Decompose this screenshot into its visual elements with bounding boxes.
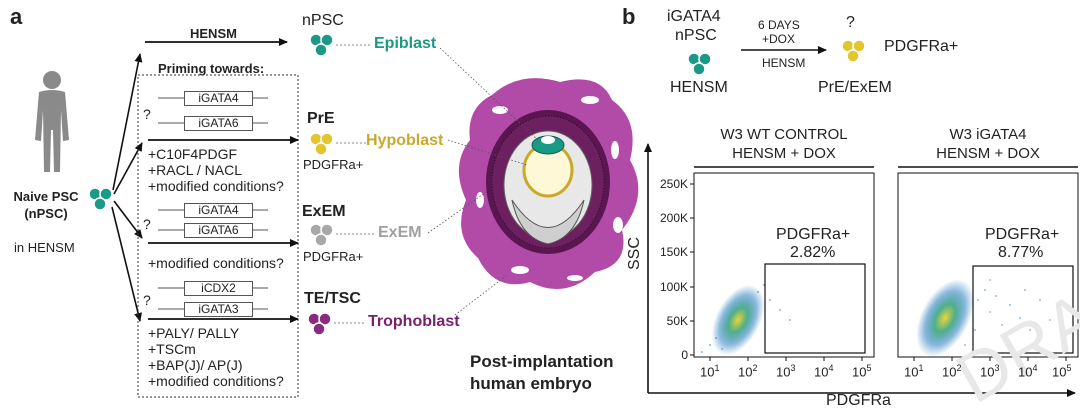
igata4-npsc-cells-icon <box>688 53 711 75</box>
exem-label: ExEM <box>302 203 346 221</box>
exem-marker-label: PDGFRa+ <box>303 249 363 264</box>
igata6-transgene-box: iGATA6 <box>184 223 253 238</box>
embryo-caption: Post-implantation <box>470 352 614 372</box>
priming-title: Priming towards: <box>158 61 264 76</box>
pre-condition: +RACL / NACL <box>148 162 242 178</box>
y-tick-label: 100K <box>648 280 688 294</box>
npsc-source-cells-icon <box>89 188 112 210</box>
arrow-hensm-label: HENSM <box>762 56 805 70</box>
plot-2-title: W3 iGATA4 <box>898 126 1078 143</box>
npsc-label-b: nPSC <box>675 27 717 45</box>
pre-label: PrE <box>307 110 335 128</box>
trophoblast-label: Trophoblast <box>368 313 460 331</box>
panel-a-letter: a <box>10 4 22 30</box>
x-tick-label: 105 <box>852 363 871 379</box>
epiblast-label: Epiblast <box>374 35 436 53</box>
exem-cells-icon <box>310 224 333 246</box>
igata3-transgene-box: iGATA3 <box>184 302 253 317</box>
result-cells-icon <box>842 40 865 62</box>
igata4-transgene-box: iGATA4 <box>184 91 253 106</box>
y-tick-label: 0 <box>648 348 688 362</box>
icdx2-transgene-box: iCDX2 <box>184 281 253 296</box>
gate-2-label: PDGFRa+ <box>985 226 1059 244</box>
npsc-label: nPSC <box>302 12 344 30</box>
te-condition: +TSCm <box>148 341 196 357</box>
te-condition: +PALY/ PALLY <box>148 325 239 341</box>
gate-2-value: 8.77% <box>998 244 1043 262</box>
x-tick-label: 105 <box>1052 363 1071 379</box>
y-tick-label: 250K <box>648 177 688 191</box>
pre-condition: +modified conditions? <box>148 178 284 194</box>
igata4-label: iGATA4 <box>667 8 721 26</box>
result-identity-label: PrE/ExEM <box>818 79 892 97</box>
question-mark: ? <box>846 14 855 32</box>
x-tick-label: 101 <box>700 363 719 379</box>
igata6-transgene-box: iGATA6 <box>184 116 253 131</box>
hensm-arrow-label: HENSM <box>190 26 237 41</box>
y-tick-label: 150K <box>648 245 688 259</box>
question-mark: ? <box>143 292 151 308</box>
x-axis-label: PDGFRa <box>826 392 891 410</box>
embryo-illustration-icon <box>459 78 638 289</box>
x-tick-label: 104 <box>814 363 833 379</box>
plot-2-subtitle: HENSM + DOX <box>898 145 1078 162</box>
plot-1-title: W3 WT CONTROL <box>694 126 874 143</box>
te-cells-icon <box>308 313 331 335</box>
days-label: 6 DAYS <box>758 18 800 32</box>
exem-condition: +modified conditions? <box>148 255 284 271</box>
npsc-cells-icon <box>310 34 333 56</box>
question-mark: ? <box>143 216 151 232</box>
te-tsc-label: TE/TSC <box>304 290 361 308</box>
te-condition: +modified conditions? <box>148 373 284 389</box>
te-condition: +BAP(J)/ AP(J) <box>148 357 243 373</box>
pre-condition: +C10F4PDGF <box>148 146 237 162</box>
question-mark: ? <box>143 106 151 122</box>
x-tick-label: 103 <box>776 363 795 379</box>
y-tick-label: 50K <box>648 314 688 328</box>
embryo-caption: human embryo <box>470 374 592 394</box>
gate-1-label: PDGFRa+ <box>776 226 850 244</box>
hypoblast-label: Hypoblast <box>366 132 443 150</box>
x-tick-label: 101 <box>904 363 923 379</box>
y-tick-label: 200K <box>648 211 688 225</box>
panel-b-letter: b <box>622 4 635 30</box>
x-tick-label: 103 <box>980 363 999 379</box>
igata4-transgene-box: iGATA4 <box>184 203 253 218</box>
pre-cells-icon <box>310 133 333 155</box>
x-tick-label: 104 <box>1018 363 1037 379</box>
gate-1-value: 2.82% <box>790 244 835 262</box>
plot-1-subtitle: HENSM + DOX <box>694 145 874 162</box>
exem-tissue-label: ExEM <box>378 224 422 242</box>
hensm-label-b: HENSM <box>670 79 728 97</box>
x-tick-label: 102 <box>942 363 961 379</box>
flow-plot-1 <box>690 173 874 364</box>
human-silhouette-icon <box>35 71 69 172</box>
y-axis-label: SSC <box>626 237 644 270</box>
dox-label: +DOX <box>762 32 795 46</box>
pre-marker-label: PDGFRa+ <box>303 157 363 172</box>
naive-psc-label: Naive PSC (nPSC) <box>10 188 82 222</box>
x-tick-label: 102 <box>738 363 757 379</box>
result-marker-label: PDGFRa+ <box>884 38 958 56</box>
hensm-condition-label: in HENSM <box>14 240 75 255</box>
